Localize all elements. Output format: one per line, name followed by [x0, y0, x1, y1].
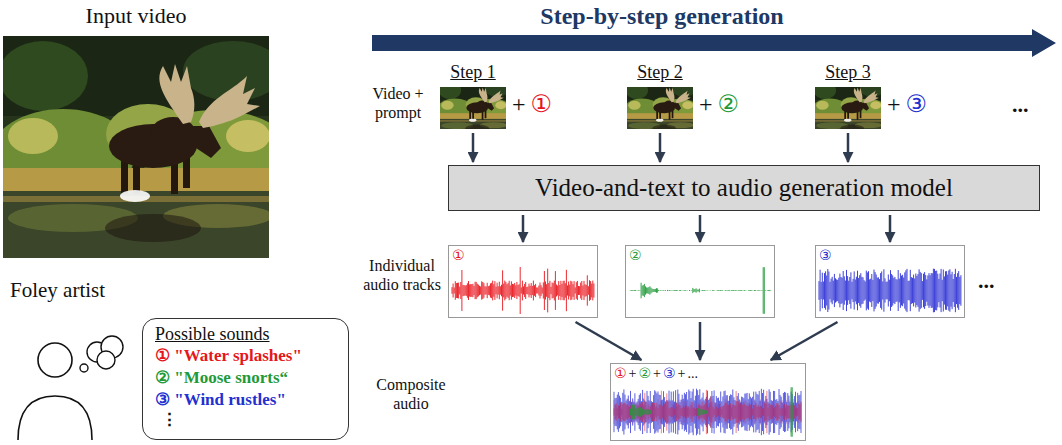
- waveform: [449, 246, 597, 317]
- sound-list: Possible sounds① "Water splashes"② "Moos…: [142, 318, 349, 440]
- plus-sign: +: [887, 91, 901, 117]
- audio-track: ②: [625, 245, 775, 318]
- waveform-trace: [631, 387, 793, 436]
- callout-number: ③: [816, 247, 832, 263]
- model-label: Video-and-text to audio generation model: [535, 173, 953, 203]
- callout-number: ③: [663, 365, 676, 381]
- plus-sign: +: [678, 366, 686, 381]
- progress-arrow: [372, 29, 1056, 57]
- callout-number: ②: [638, 365, 651, 381]
- list-heading: Possible sounds: [155, 323, 338, 345]
- model-box: Video-and-text to audio generation model: [448, 165, 1040, 211]
- flow-arrow: [522, 215, 525, 242]
- prompt-group: +①: [512, 90, 552, 118]
- flow-arrow: [659, 133, 662, 162]
- callout-number: ①: [449, 247, 465, 263]
- moose-scene: [627, 87, 693, 129]
- waveform-trace: [819, 269, 961, 313]
- composite-audio: ①+②+③+...: [610, 363, 806, 441]
- flow-arrow: [699, 322, 702, 360]
- image-heading: Input video: [3, 0, 269, 32]
- mix-formula: ①+②+③+...: [611, 364, 700, 382]
- video-frame: [440, 87, 506, 129]
- prompt-group: +②: [699, 90, 739, 118]
- sound-item: ① "Water splashes": [155, 345, 338, 367]
- step-heading: Step 3: [815, 60, 881, 84]
- ellipsis: ...: [978, 268, 995, 294]
- person-icon: [18, 343, 92, 440]
- thought-bubble: [80, 336, 123, 372]
- row-label: Video + prompt: [362, 84, 434, 122]
- moose-scene: [3, 36, 269, 258]
- row-label: Individual audio tracks: [358, 256, 446, 294]
- row-label: Composite audio: [370, 375, 452, 413]
- step-input: Step 1+①: [440, 60, 506, 129]
- waveform-trace: [452, 267, 594, 314]
- step-heading: Step 2: [627, 60, 693, 84]
- plus-sign: +: [699, 91, 713, 117]
- callout-number: ①: [614, 365, 627, 381]
- plus-sign: +: [512, 91, 526, 117]
- flow-arrow: [576, 322, 642, 360]
- waveform: [626, 246, 774, 317]
- plus-sign: +: [629, 366, 637, 381]
- ellipsis: ⋮: [155, 411, 338, 429]
- video-frame: [627, 87, 693, 129]
- step-heading: Step 1: [440, 60, 506, 84]
- video-frame: [3, 36, 269, 258]
- waveform: [816, 246, 964, 317]
- flow-arrow: [699, 215, 702, 242]
- step-input: Step 2+②: [627, 60, 693, 129]
- prompt-group: +③: [887, 90, 927, 118]
- flow-arrow: [889, 215, 892, 242]
- audio-track: ①: [448, 245, 598, 318]
- plus-sign: +: [653, 366, 661, 381]
- waveform-trace: [629, 267, 771, 314]
- flow-arrow: [847, 133, 850, 162]
- section-title: Step-by-step generation: [540, 2, 783, 31]
- moose-scene: [440, 87, 506, 129]
- callout-number: ①: [531, 90, 553, 118]
- sound-item: ② "Moose snorts“: [155, 367, 338, 389]
- ellipsis: ...: [1012, 92, 1029, 118]
- flow-arrow: [472, 133, 475, 162]
- role-label: Foley artist: [10, 278, 105, 303]
- input-video: Input video: [3, 0, 269, 258]
- sound-item: ③ "Wind rustles": [155, 389, 338, 411]
- callout-number: ②: [626, 247, 642, 263]
- callout-number: ②: [718, 90, 740, 118]
- flow-arrow: [771, 322, 838, 360]
- callout-number: ③: [906, 90, 928, 118]
- moose-scene: [815, 87, 881, 129]
- plus-sign: ...: [687, 366, 698, 381]
- step-input: Step 3+③: [815, 60, 881, 129]
- audio-track: ③: [815, 245, 965, 318]
- video-frame: [815, 87, 881, 129]
